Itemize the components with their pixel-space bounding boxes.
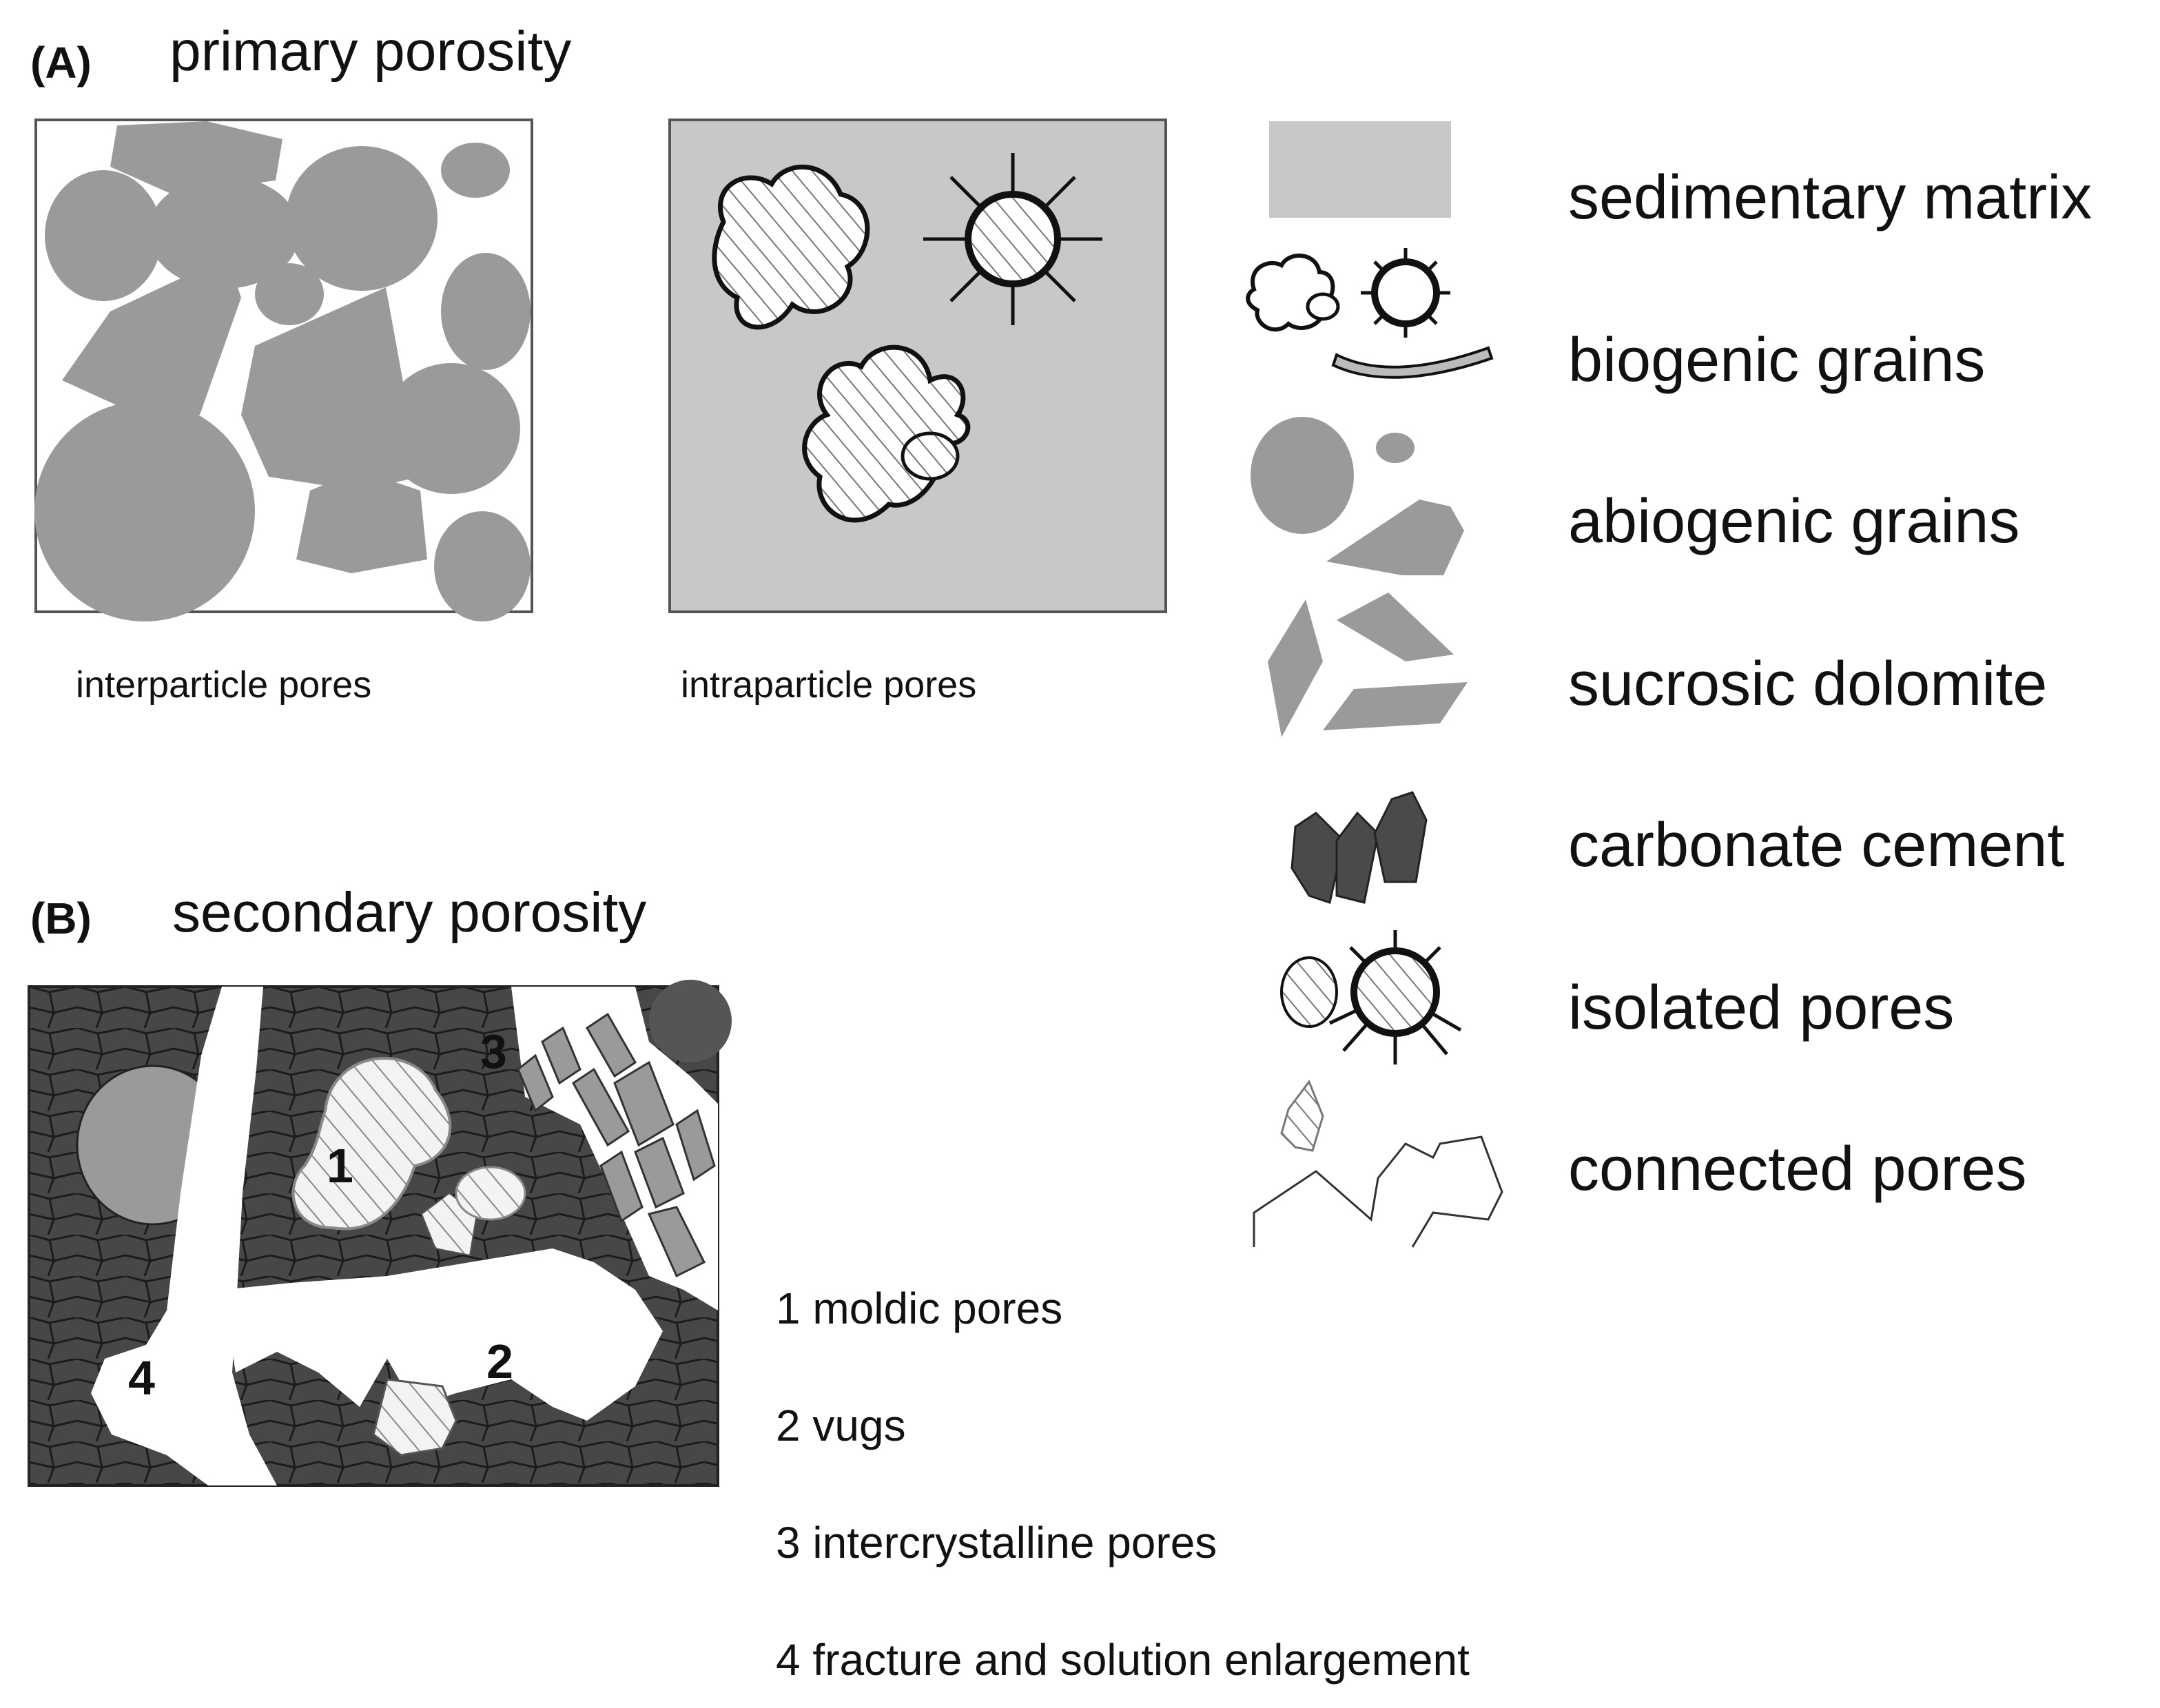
abiogenic-grains-icon <box>1251 417 1464 575</box>
marker-2: 2 <box>486 1335 513 1388</box>
caption-intraparticle: intraparticle pores <box>681 664 977 706</box>
key-fracture-solution-enlargement: 4 fracture and solution enlargement <box>776 1635 1470 1685</box>
panel-b-letter: (B) <box>30 894 92 943</box>
legend-label-carbonate-cement: carbonate cement <box>1568 811 2065 880</box>
caption-interparticle: interparticle pores <box>76 664 372 706</box>
legend-label-abiogenic-grains: abiogenic grains <box>1568 487 2020 556</box>
secondary-porosity-diagram <box>28 980 732 1487</box>
matrix-swatch-icon <box>1269 121 1451 218</box>
biogenic-grains-icon <box>1246 248 1494 379</box>
marker-3: 3 <box>480 1025 507 1078</box>
carbonate-cement-icon <box>1290 791 1428 904</box>
legend-label-connected-pores: connected pores <box>1568 1135 2027 1204</box>
key-vugs: 2 vugs <box>776 1401 906 1450</box>
legend-label-biogenic-grains: biogenic grains <box>1568 326 1986 395</box>
intraparticle-pores-diagram <box>668 119 1167 613</box>
key-intercrystalline-pores: 3 intercrystalline pores <box>776 1518 1217 1567</box>
legend-label-isolated-pores: isolated pores <box>1568 974 1955 1042</box>
marker-4: 4 <box>128 1351 155 1405</box>
panel-a-letter: (A) <box>30 38 92 88</box>
legend-icons <box>1246 121 1503 1248</box>
connected-pores-icon <box>1253 1079 1503 1248</box>
legend-label-sucrosic-dolomite: sucrosic dolomite <box>1568 650 2048 719</box>
legend-label-sedimentary-matrix: sedimentary matrix <box>1568 163 2092 232</box>
sucrosic-dolomite-icon <box>1268 593 1468 737</box>
panel-b-title: secondary porosity <box>172 881 647 944</box>
isolated-pores-icon <box>1280 930 1462 1064</box>
interparticle-pores-diagram <box>34 119 533 621</box>
marker-1: 1 <box>327 1139 353 1193</box>
panel-a-title: primary porosity <box>169 20 572 83</box>
key-moldic-pores: 1 moldic pores <box>776 1284 1063 1333</box>
